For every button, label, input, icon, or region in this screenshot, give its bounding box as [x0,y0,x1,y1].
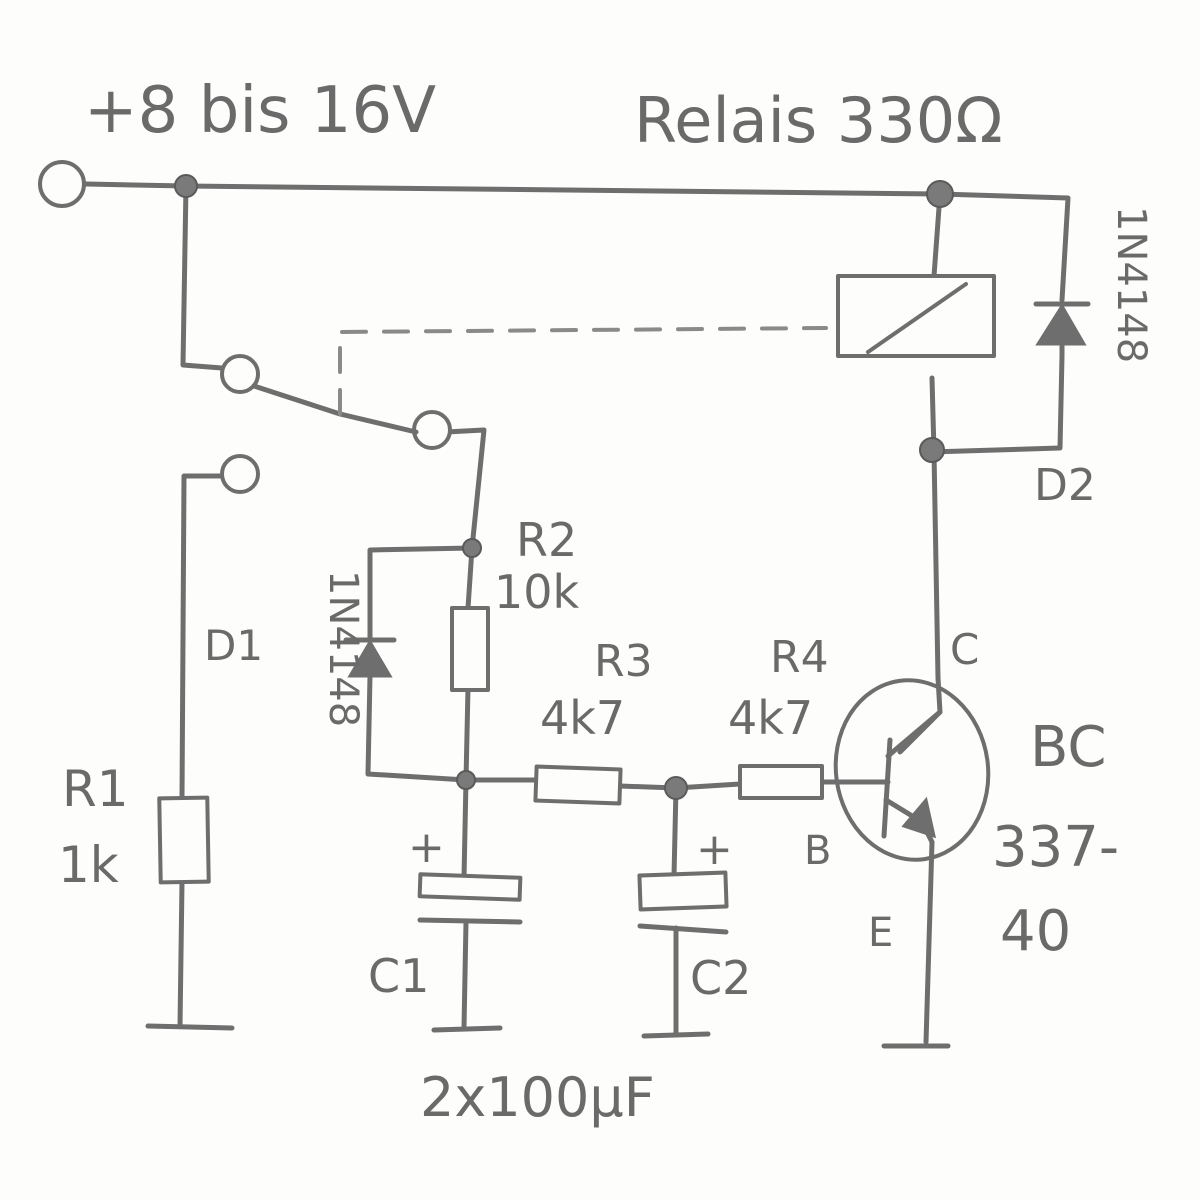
ground-r1 [145,1023,235,1031]
switch-blade [251,383,419,435]
capacitor-c1-plate-negative [417,917,523,925]
r1-bottom-wire [177,879,185,1029]
relay-coil-box [836,274,996,358]
capacitor-c2-plate-positive [637,870,729,912]
capacitor-c2 [637,870,729,935]
junction-relay-top [926,180,954,208]
d1-top-wire [367,545,475,641]
diode-d1 [343,637,397,678]
r2-name-label: R2 [516,513,577,567]
c2-name-label: C2 [690,951,751,1005]
supply-rail-wire [83,181,943,197]
transistor-type-line1: BC [1030,715,1107,780]
emitter-wire [919,819,935,1045]
junctions [174,174,954,800]
relay-coil [836,274,996,358]
d1-name-label: D1 [204,621,263,670]
junction-r2-bottom [456,770,476,790]
c1-polarity-label: + [408,822,445,873]
resistor-r2 [450,606,490,692]
c1-name-label: C1 [368,949,429,1003]
diode-d2 [1033,301,1091,359]
diode-d1-body [347,639,393,678]
r3-value-label: 4k7 [540,691,625,745]
r4-name-label: R4 [770,632,829,683]
switch-no-wire [443,427,487,611]
r2-bottom-wire [463,685,471,783]
capacitor-value-label: 2x100µF [420,1066,655,1129]
collector-label: C [950,625,979,674]
resistor-r3 [533,764,623,806]
d2-type-label: 1N4148 [1108,206,1154,363]
d2-bottom-wire [927,353,1065,455]
r1-name-label: R1 [62,760,129,818]
ground-c2 [641,1031,711,1039]
relay-label: Relais 330Ω [634,84,1003,157]
d1-bottom-wire [365,673,469,783]
resistor-r4 [738,764,824,800]
switch-nc-contact [220,454,260,494]
junction-r3-r4 [664,776,688,800]
supply-voltage-label: +8 bis 16V [84,74,436,148]
relay-switch [38,160,828,494]
resistor-r1 [157,795,211,885]
base-label: B [804,828,831,874]
labels: +8 bis 16V Relais 330Ω 1N4148 D2 D1 1N41… [58,74,1154,1129]
capacitor-c1-plate-positive [417,872,523,902]
junction-r2-top [462,538,482,558]
ground-c1 [431,1025,503,1033]
transistor-type-line3: 40 [1000,899,1071,964]
supply-terminal [38,160,86,208]
r3-name-label: R3 [594,636,653,687]
diode-d2-body [1035,303,1087,346]
relay-coil-diagonal [866,282,968,354]
capacitor-c2-plate-negative [637,923,729,935]
r1-value-label: 1k [58,836,119,894]
transistor-type-line2: 337- [992,815,1119,880]
collector-wire [897,449,943,755]
switch-no-contact [412,410,452,450]
switch-common-wire [180,183,225,371]
d1-type-label: 1N4148 [320,570,366,727]
c2-top-wire [671,785,679,879]
transistor-bc337 [833,678,991,862]
junction-relay-bottom [919,437,945,463]
wires [83,181,1071,1045]
c1-bottom-wire [461,919,469,1031]
d2-top-wire [937,191,1071,303]
grounds [145,1023,951,1049]
capacitor-c1 [417,872,523,925]
transistor-collector-leg [885,709,943,759]
d2-name-label: D2 [1034,460,1096,511]
transistor-emitter-arrow [901,796,937,839]
switch-common-contact [220,354,260,394]
r1-top-wire [179,473,223,801]
emitter-label: E [868,910,893,956]
r4-value-label: 4k7 [728,691,813,745]
r2-value-label: 10k [494,565,580,619]
junction-supply [174,174,198,198]
relay-mechanical-link [338,326,828,416]
c2-polarity-label: + [696,824,733,875]
transistor-case [833,678,991,862]
c1-top-wire [461,777,469,881]
